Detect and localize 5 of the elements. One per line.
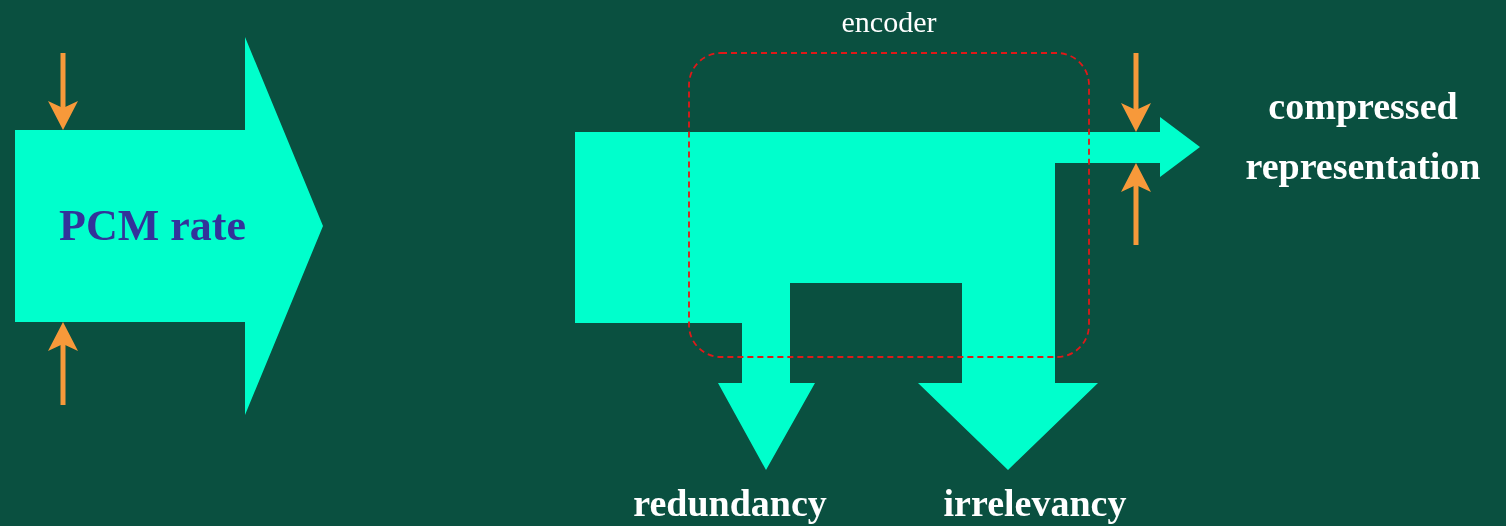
output-label: compressed representation [1244,84,1482,189]
group-title: encoder [840,4,938,40]
output-label: irrelevancy [942,481,1128,526]
arrow-label: PCM rate [58,200,247,252]
output-label: redundancy [632,481,828,526]
